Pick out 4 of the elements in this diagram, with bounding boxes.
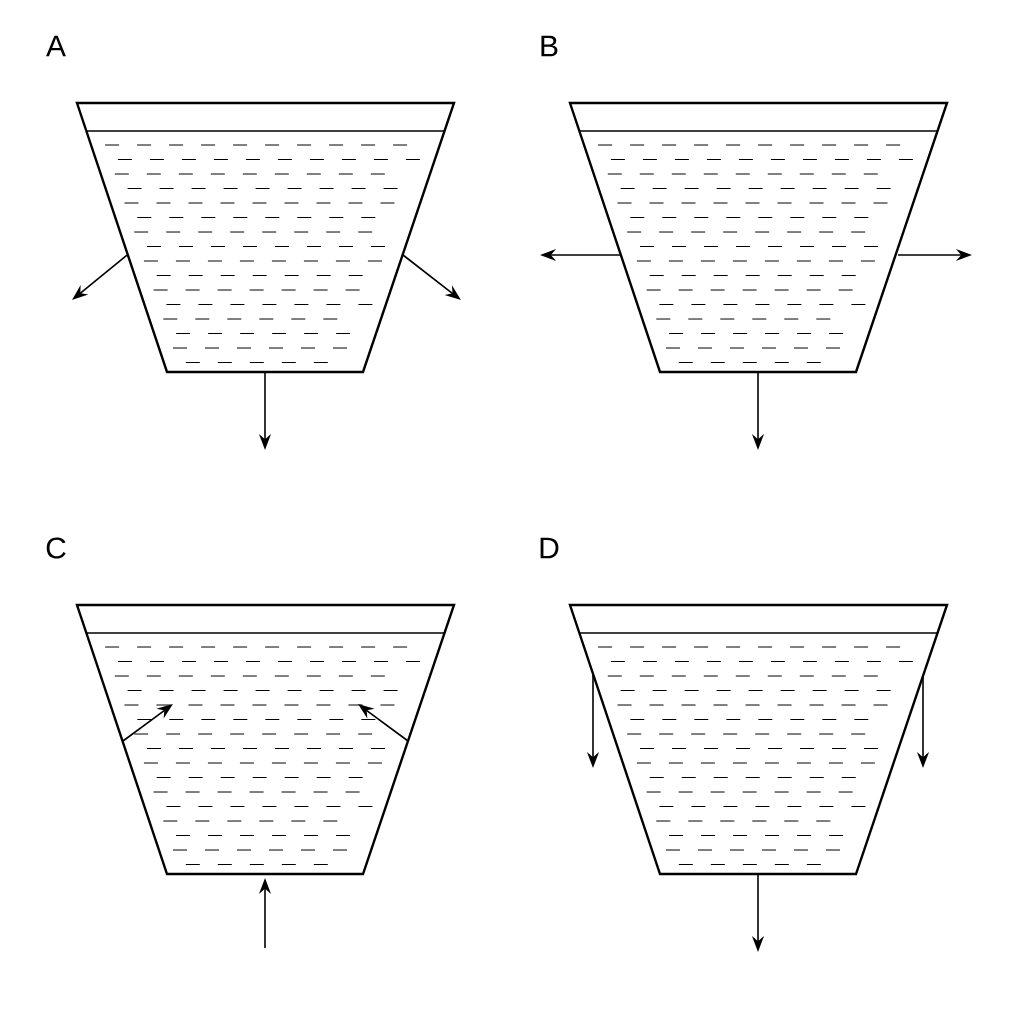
panel-label: C	[46, 537, 66, 559]
panel-label: D	[540, 537, 559, 559]
panel-label: B	[541, 35, 558, 57]
panel-label: A	[46, 35, 66, 57]
